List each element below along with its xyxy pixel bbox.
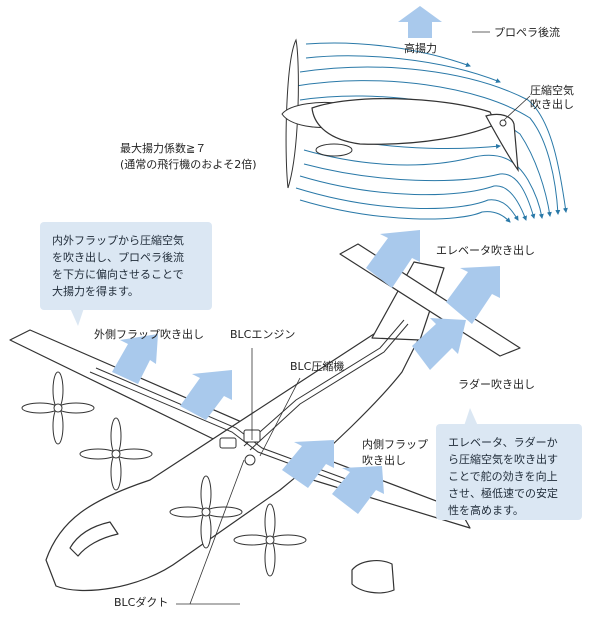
elevator-arrow-2-icon bbox=[446, 266, 500, 324]
note-left-pointer bbox=[70, 308, 84, 326]
lower-pod bbox=[315, 143, 353, 157]
label-max-lift-line2: (通常の飛行機のおよそ2倍) bbox=[120, 158, 257, 171]
rudder-arrow-icon bbox=[412, 318, 466, 370]
label-blc-duct: BLCダクト bbox=[114, 596, 169, 609]
label-rudder-blow: ラダー吹き出し bbox=[458, 378, 535, 391]
blow-nozzle-icon bbox=[499, 119, 507, 127]
label-outer-flap-blow: 外側フラップ吹き出し bbox=[94, 328, 204, 341]
wing-section bbox=[311, 98, 497, 145]
high-lift-arrow-icon bbox=[398, 6, 442, 38]
propeller-2-icon bbox=[79, 417, 153, 491]
note-right-line: ら圧縮空気を吹き出す bbox=[448, 453, 558, 467]
label-inner-flap-line1: 内側フラップ bbox=[362, 438, 428, 451]
note-left-line: を吹き出し、プロペラ後流 bbox=[52, 251, 184, 265]
label-blc-engine: BLCエンジン bbox=[230, 328, 296, 341]
note-right-line: ことで舵の効きを向上 bbox=[448, 470, 558, 484]
cockpit bbox=[69, 521, 119, 557]
note-left-line: 内外フラップから圧縮空気 bbox=[52, 234, 184, 247]
note-right-line: させ、極低速での安定 bbox=[448, 487, 558, 501]
note-right-line: エレベータ、ラダーか bbox=[448, 436, 558, 449]
note-left-line: を下方に偏向させることで bbox=[52, 268, 184, 282]
flap bbox=[485, 113, 519, 173]
fuselage bbox=[45, 322, 421, 591]
note-tail-explanation: エレベータ、ラダーか ら圧縮空気を吹き出す ことで舵の効きを向上 させ、極低速で… bbox=[436, 424, 582, 520]
elevator-arrow-1-icon bbox=[366, 230, 420, 288]
propeller-3-icon bbox=[169, 475, 243, 549]
label-max-lift-line1: 最大揚力係数≧７ bbox=[120, 142, 207, 155]
label-inner-flap-line2: 吹き出し bbox=[362, 454, 406, 467]
note-right-pointer bbox=[464, 408, 478, 426]
propellers bbox=[21, 371, 307, 577]
label-compressed-air-line2: 吹き出し bbox=[530, 98, 574, 111]
airfoil-detail bbox=[281, 6, 568, 223]
outer-flap-arrow-2-icon bbox=[180, 370, 232, 420]
inner-flap-arrow-2-icon bbox=[332, 466, 384, 514]
label-high-lift: 高揚力 bbox=[404, 42, 437, 55]
label-compressed-air-line1: 圧縮空気 bbox=[530, 84, 574, 97]
label-propeller-wash: プロペラ後流 bbox=[494, 26, 560, 39]
outer-flap-arrow-1-icon bbox=[112, 334, 158, 384]
propeller-1-icon bbox=[21, 371, 95, 445]
label-blc-compressor: BLC圧縮機 bbox=[290, 360, 345, 373]
wing-float bbox=[351, 560, 395, 594]
note-flap-explanation: 内外フラップから圧縮空気 を吹き出し、プロペラ後流 を下方に偏向させることで 大… bbox=[40, 222, 212, 310]
note-right-line: 性を高めます。 bbox=[448, 504, 524, 518]
note-left-line: 大揚力を得ます。 bbox=[52, 285, 139, 299]
blow-arrows bbox=[112, 230, 500, 514]
propeller-4-icon bbox=[233, 503, 307, 577]
label-elevator-blow: エレベータ吹き出し bbox=[436, 244, 535, 257]
leader-lines bbox=[176, 348, 301, 605]
inner-flap-arrow-1-icon bbox=[282, 440, 334, 488]
